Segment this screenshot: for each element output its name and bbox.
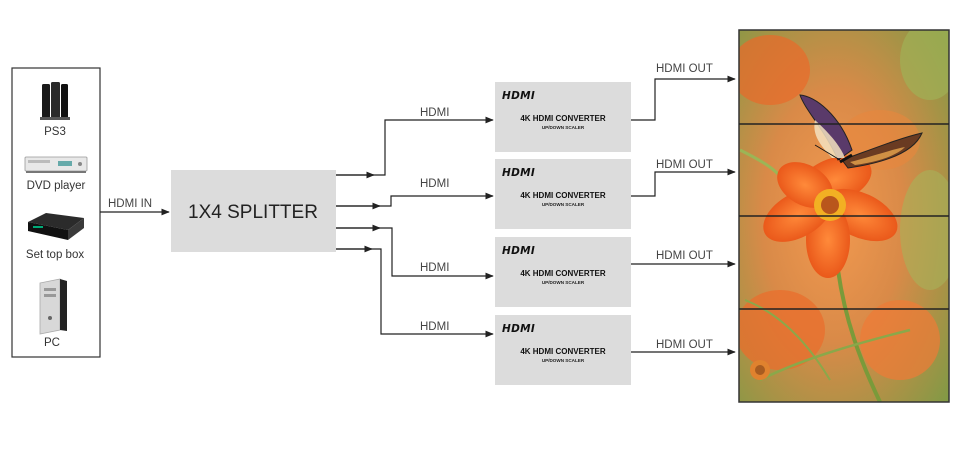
splitter-label: 1X4 SPLITTER bbox=[188, 202, 318, 223]
converter-2: HDMI 4K HDMI CONVERTER UP/DOWN SCALER bbox=[495, 159, 631, 229]
converter-4-output-label: HDMI OUT bbox=[656, 339, 713, 351]
hdmi-logo-icon: HDMI bbox=[502, 167, 535, 179]
ps3-console-icon bbox=[40, 82, 70, 120]
source-label-dvd: DVD player bbox=[27, 180, 86, 192]
converter-2-output-label: HDMI OUT bbox=[656, 159, 713, 171]
converter-4: HDMI 4K HDMI CONVERTER UP/DOWN SCALER bbox=[495, 315, 631, 385]
converter-2-input-label: HDMI bbox=[420, 178, 449, 190]
converter-2-title: 4K HDMI CONVERTER bbox=[520, 191, 606, 200]
converter-1-input-label: HDMI bbox=[420, 107, 449, 119]
wire-out-1 bbox=[631, 79, 735, 120]
wire-to-converter-2 bbox=[336, 196, 493, 206]
converter-4-subtitle: UP/DOWN SCALER bbox=[542, 358, 585, 363]
video-wall bbox=[730, 20, 960, 402]
source-label-pc: PC bbox=[44, 337, 60, 349]
converter-2-subtitle: UP/DOWN SCALER bbox=[542, 202, 585, 207]
wire-to-converter-4 bbox=[336, 249, 493, 334]
source-label-ps3: PS3 bbox=[44, 126, 66, 138]
converter-3-subtitle: UP/DOWN SCALER bbox=[542, 280, 585, 285]
converter-3-output-label: HDMI OUT bbox=[656, 250, 713, 262]
splitter-box: 1X4 SPLITTER bbox=[171, 170, 336, 252]
converter-output-wires bbox=[631, 79, 735, 352]
converter-4-input-label: HDMI bbox=[420, 321, 449, 333]
hdmi-logo-icon: HDMI bbox=[502, 90, 535, 102]
converter-4-title: 4K HDMI CONVERTER bbox=[520, 347, 606, 356]
converter-1-subtitle: UP/DOWN SCALER bbox=[542, 125, 585, 130]
pc-tower-icon bbox=[40, 279, 67, 334]
hdmi-logo-icon: HDMI bbox=[502, 323, 535, 335]
wire-out-2 bbox=[631, 172, 735, 196]
converter-1-output-label: HDMI OUT bbox=[656, 63, 713, 75]
wire-to-converter-1 bbox=[336, 120, 493, 175]
converter-3: HDMI 4K HDMI CONVERTER UP/DOWN SCALER bbox=[495, 237, 631, 307]
sources-panel: PS3 DVD player Set top box PC bbox=[12, 68, 100, 357]
wire-to-converter-3 bbox=[336, 228, 493, 276]
converter-1-title: 4K HDMI CONVERTER bbox=[520, 114, 606, 123]
hdmi-in-label: HDMI IN bbox=[108, 198, 152, 210]
butterfly-flower-image bbox=[730, 20, 960, 402]
converter-3-input-label: HDMI bbox=[420, 262, 449, 274]
dvd-player-icon bbox=[25, 157, 87, 173]
splitter-output-wires bbox=[336, 120, 493, 334]
hdmi-logo-icon: HDMI bbox=[502, 245, 535, 257]
converter-3-title: 4K HDMI CONVERTER bbox=[520, 269, 606, 278]
converter-1: HDMI 4K HDMI CONVERTER UP/DOWN SCALER bbox=[495, 82, 631, 152]
source-label-set-top-box: Set top box bbox=[26, 249, 84, 261]
